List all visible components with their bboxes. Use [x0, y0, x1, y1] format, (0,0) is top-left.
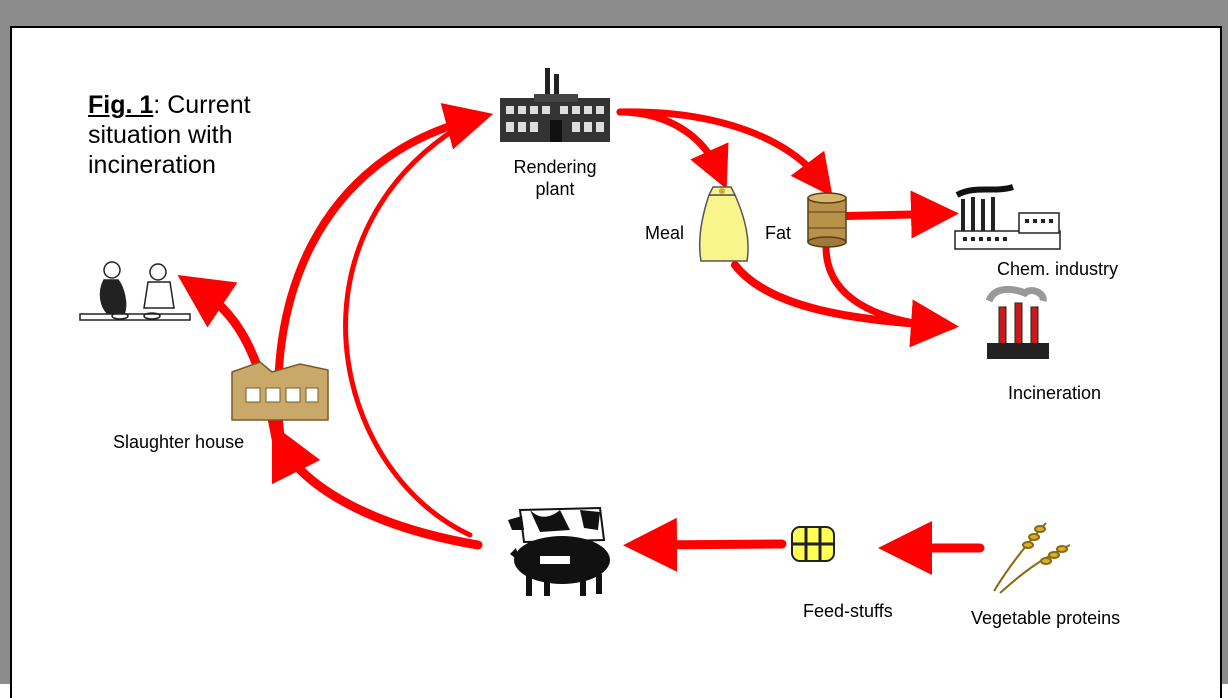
arrow-animals-to-slaughter — [271, 423, 483, 550]
wheat-icon — [993, 522, 1071, 594]
diagram-frame — [10, 26, 1222, 698]
feed-stuffs-icon — [791, 526, 835, 562]
factory-icon — [500, 68, 610, 142]
vegetable-proteins-label: Vegetable proteins — [971, 608, 1121, 628]
fat-label: Fat — [765, 223, 792, 243]
arrow-fat-to-incineration — [822, 241, 956, 345]
incineration-label: Incineration — [1008, 383, 1102, 403]
rendering-plant-label-line1: Rendering — [513, 157, 597, 177]
figure-caption: : Current situation with incineration — [88, 91, 251, 179]
figure-number: Fig. 1 — [88, 91, 154, 119]
feed-stuffs-label: Feed-stuffs — [803, 601, 893, 621]
chemical-industry-icon — [954, 184, 1061, 250]
meal-bag-icon — [698, 186, 749, 262]
slaughter-house-label: Slaughter house — [113, 432, 245, 452]
arrow-fat-to-chem — [842, 190, 959, 239]
figure-title: Fig. 1: Current situation with incinerat… — [88, 90, 308, 180]
arrow-feed-to-animals — [623, 517, 787, 572]
meal-label: Meal — [645, 223, 685, 243]
flow-diagram — [79, 68, 1071, 596]
chem-industry-label: Chem. industry — [997, 259, 1119, 279]
arrow-rendering-to-fat — [616, 108, 833, 197]
rendering-plant-label-line2: plant — [535, 179, 575, 199]
people-eating-icon — [79, 261, 191, 321]
fat-barrel-icon — [807, 192, 847, 248]
livestock-icon — [508, 506, 610, 596]
slaughter-house-icon — [231, 361, 329, 421]
incineration-icon — [985, 286, 1049, 359]
arrow-animals-to-rendering — [343, 113, 481, 538]
rendering-plant-label: Rendering plant — [513, 156, 596, 200]
